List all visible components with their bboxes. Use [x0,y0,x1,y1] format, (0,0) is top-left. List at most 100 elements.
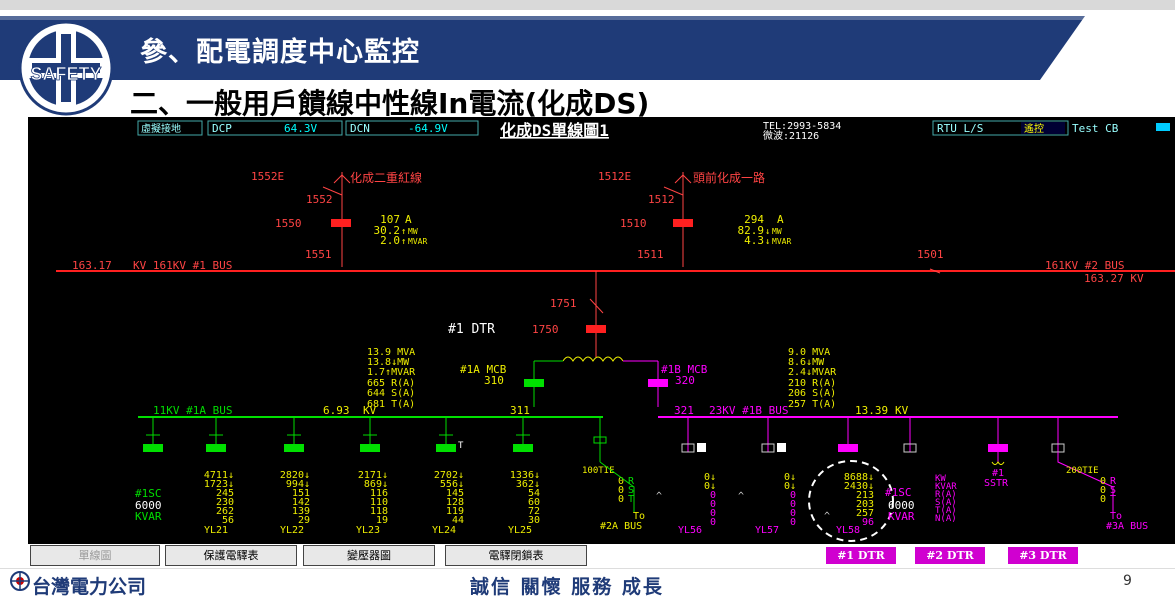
svg-text:257: 257 [856,508,874,519]
feeder-yl24-breaker[interactable] [436,444,456,452]
feeder-yl23-breaker[interactable] [360,444,380,452]
svg-text:R: R [628,476,635,487]
svg-text:2430↓: 2430↓ [844,481,874,492]
svg-text:72: 72 [528,506,540,517]
svg-text:N(A): N(A) [935,514,957,524]
remote-box [1021,122,1065,134]
tab-protection-relay[interactable]: 保護電驛表 [165,545,297,566]
tie-100-name: 100TIE [582,466,615,476]
svg-text:R(A): R(A) [935,490,957,500]
svg-text:0: 0 [710,508,716,519]
feeder-yl21-name: YL21 [204,525,228,536]
remote-label: 遙控 [1024,122,1044,135]
svg-text:139: 139 [292,506,310,517]
svg-text:↑: ↑ [401,227,406,237]
svg-text:13.9 MVA: 13.9 MVA [367,347,415,358]
svg-text:8688↓: 8688↓ [844,472,874,483]
dcn-value: -64.9V [408,122,448,135]
tab-dtr-3[interactable]: #3 DTR [1008,547,1078,564]
svg-text:362↓: 362↓ [516,479,540,490]
sc-left-value: 6000 [135,499,162,512]
feeder-yl56-breaker-open[interactable] [681,443,695,453]
svg-text:681 T(A): 681 T(A) [367,399,415,410]
feeder-yl23-name: YL23 [356,525,380,536]
company-name: 台灣電力公司 [32,576,147,598]
tab-dtr-2[interactable]: #2 DTR [915,547,985,564]
svg-text:257 T(A): 257 T(A) [788,399,836,410]
tab-dtr-1[interactable]: #1 DTR [826,547,896,564]
bus-1b-label: 23KV #1B BUS [709,404,788,417]
svg-text:0: 0 [790,490,796,501]
feeder-yl57-breaker-open[interactable] [761,443,775,453]
svg-text:S: S [628,485,634,496]
svg-text:203: 203 [856,499,874,510]
tie-100-to: To [633,511,645,522]
mcb-1b-label: #1B MCB [661,363,708,376]
bus-1a-id: 311 [510,404,530,417]
svg-text:118: 118 [370,506,388,517]
sstr-breaker[interactable] [988,444,1008,452]
microwave-number: 微波:21126 [763,129,819,142]
transformer-right-measurements: 9.0 MVA 8.6↓MW 2.4↓MVAR 210 R(A) 206 S(A… [788,347,837,410]
feeder-yl58-breaker[interactable] [838,444,858,452]
dcn-box [345,120,479,136]
transformer-breaker-id: 1750 [532,323,559,336]
banner-title: 參、配電調度中心監控 [140,37,420,68]
highlight-circle [808,460,894,542]
svg-text:0: 0 [710,499,716,510]
tab-single-line[interactable]: 單線圖 [30,545,160,566]
svg-text:110: 110 [370,497,388,508]
right-line-top-id: 1512E [598,170,631,183]
sc-left-breaker[interactable] [143,444,163,452]
svg-text:2171↓: 2171↓ [358,470,388,481]
left-line-mw: 30.2 [374,224,401,237]
svg-text:206 S(A): 206 S(A) [788,388,836,399]
bus-1b-kv: 13.39 [855,404,888,417]
svg-text:0↓: 0↓ [784,481,796,492]
tab-relay-lockout[interactable]: 電驛閉鎖表 [445,545,587,566]
tel-number: TEL:2993-5834 [763,121,841,132]
bus1-label: KV 161KV #1 BUS [133,259,232,272]
virtual-ground-box [137,120,203,136]
svg-text:96: 96 [862,517,874,528]
svg-text:9.0 MVA: 9.0 MVA [788,347,830,358]
svg-text:2.4↓MVAR: 2.4↓MVAR [788,367,837,378]
feeder-yl58-name: YL58 [836,525,860,536]
left-line-breaker [331,219,351,227]
mcb-1a-breaker[interactable] [524,379,544,387]
rtu-box [932,120,1069,136]
tab-transformer[interactable]: 變壓器圖 [303,545,435,566]
feeder-yl25-breaker[interactable] [513,444,533,452]
svg-text:151: 151 [292,488,310,499]
svg-text:0: 0 [790,508,796,519]
mcb-1a-id: 310 [484,374,504,387]
feeder-yl56-name: YL56 [678,525,702,536]
bus-1b-id: 321 [674,404,694,417]
feeder-yl57-name: YL57 [755,525,779,536]
tie-200-to: To [1110,511,1122,522]
svg-text:0: 0 [790,499,796,510]
virtual-ground-label: 虛擬接地 [141,122,181,135]
svg-text:665 R(A): 665 R(A) [367,378,415,389]
svg-text:869↓: 869↓ [364,479,388,490]
right-line-mw: 82.9 [738,224,765,237]
svg-text:8.6↓MW: 8.6↓MW [788,357,825,368]
rtu-label: RTU L/S [937,122,983,135]
feeder-yl21-breaker[interactable] [206,444,226,452]
mcb-1b-breaker[interactable] [648,379,668,387]
feeder-yl22-breaker[interactable] [284,444,304,452]
svg-text:116: 116 [370,488,388,499]
company-motto: 誠信 關懷 服務 成長 [470,576,664,598]
svg-text:↓: ↓ [765,227,770,237]
tie-100-dest: #2A BUS [600,521,642,532]
right-line-mvar-unit: MVAR [772,237,791,246]
svg-text:^: ^ [824,511,830,522]
svg-text:2820↓: 2820↓ [280,470,310,481]
sc-right-breaker-open[interactable] [903,443,917,453]
svg-text:0↓: 0↓ [704,481,716,492]
svg-text:T: T [1110,494,1116,505]
svg-text:↑: ↑ [401,237,406,247]
svg-text:556↓: 556↓ [440,479,464,490]
bus2-label: 161KV #2 BUS [1045,259,1124,272]
svg-text:210 R(A): 210 R(A) [788,378,836,389]
